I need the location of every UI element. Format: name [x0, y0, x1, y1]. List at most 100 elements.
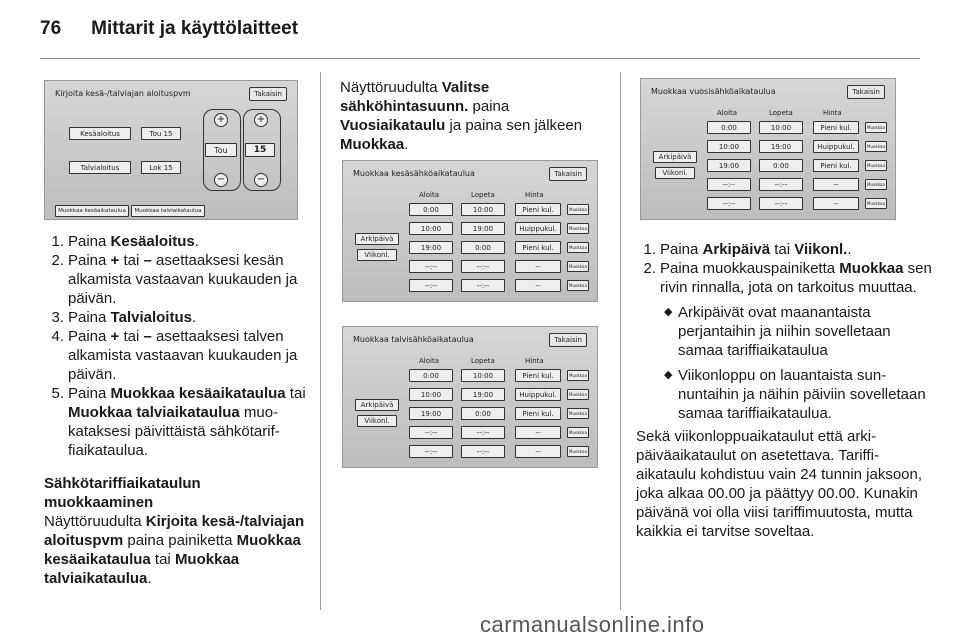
- column-price-header: Hinta: [823, 109, 842, 117]
- schedule-price-cell[interactable]: Pieni kul.: [515, 241, 561, 254]
- edit-row-button[interactable]: Muokkaa: [567, 242, 589, 253]
- schedule-stop-cell[interactable]: 19:00: [759, 140, 803, 153]
- schedule-price-cell[interactable]: --: [813, 197, 859, 210]
- schedule-stop-cell[interactable]: 19:00: [461, 222, 505, 235]
- screen-title: Muokkaa vuosisähköaikataulua: [651, 87, 776, 96]
- edit-winter-schedule-button[interactable]: Muokkaa talviaikataulua: [131, 205, 205, 217]
- left-paragraph: Näyttöruudulta Kirjoita kesä-/talviajan …: [44, 513, 305, 587]
- left-steps: 1.Paina Kesäaloitus.2.Paina + tai – aset…: [44, 232, 314, 588]
- day-minus-button[interactable]: −: [254, 173, 268, 187]
- schedule-stop-cell[interactable]: 0:00: [461, 407, 505, 420]
- day-plus-button[interactable]: +: [254, 113, 268, 127]
- schedule-price-cell[interactable]: --: [515, 445, 561, 458]
- schedule-stop-cell[interactable]: 19:00: [461, 388, 505, 401]
- edit-summer-schedule-button[interactable]: Muokkaa kesäaikataulua: [55, 205, 129, 217]
- schedule-stop-cell[interactable]: --:--: [461, 426, 505, 439]
- month-minus-button[interactable]: −: [214, 173, 228, 187]
- schedule-stop-cell[interactable]: 0:00: [461, 241, 505, 254]
- back-button[interactable]: Takaisin: [549, 167, 587, 181]
- schedule-start-cell[interactable]: 10:00: [409, 222, 453, 235]
- schedule-price-cell[interactable]: --: [515, 260, 561, 273]
- edit-row-button[interactable]: Muokkaa: [567, 204, 589, 215]
- schedule-stop-cell[interactable]: --:--: [461, 445, 505, 458]
- edit-row-button[interactable]: Muokkaa: [865, 141, 887, 152]
- schedule-stop-cell[interactable]: 10:00: [461, 369, 505, 382]
- schedule-stop-cell[interactable]: --:--: [759, 178, 803, 191]
- page-header: 76 Mittarit ja käyttölaitteet: [40, 18, 298, 40]
- schedule-start-cell[interactable]: 19:00: [409, 407, 453, 420]
- schedule-stop-cell[interactable]: --:--: [461, 260, 505, 273]
- schedule-start-cell[interactable]: 0:00: [707, 121, 751, 134]
- weekday-button[interactable]: Arkipäivä: [355, 233, 399, 245]
- column-price-header: Hinta: [525, 191, 544, 199]
- step-number: 1.: [643, 241, 656, 258]
- edit-row-button[interactable]: Muokkaa: [567, 261, 589, 272]
- schedule-price-cell[interactable]: Huippukul.: [515, 388, 561, 401]
- schedule-stop-cell[interactable]: 0:00: [759, 159, 803, 172]
- schedule-stop-cell[interactable]: 10:00: [461, 203, 505, 216]
- edit-row-button[interactable]: Muokkaa: [567, 223, 589, 234]
- month-plus-button[interactable]: +: [214, 113, 228, 127]
- column-divider-2: [620, 72, 621, 610]
- winter-start-button[interactable]: Talvialoitus: [69, 161, 131, 174]
- schedule-start-cell[interactable]: 10:00: [409, 388, 453, 401]
- back-button[interactable]: Takaisin: [249, 87, 287, 101]
- schedule-start-cell[interactable]: 10:00: [707, 140, 751, 153]
- weekday-button[interactable]: Arkipäivä: [653, 151, 697, 163]
- schedule-stop-cell[interactable]: --:--: [759, 197, 803, 210]
- bullet-icon: ◆: [664, 369, 673, 381]
- bullet-item: ◆Arkipäivät ovat maanantaista perjantaih…: [664, 304, 891, 359]
- edit-row-button[interactable]: Muokkaa: [567, 408, 589, 419]
- weekday-button[interactable]: Arkipäivä: [355, 399, 399, 411]
- edit-row-button[interactable]: Muokkaa: [865, 160, 887, 171]
- schedule-price-cell[interactable]: Pieni kul.: [515, 369, 561, 382]
- bullet-icon: ◆: [664, 306, 673, 318]
- schedule-stop-cell[interactable]: --:--: [461, 279, 505, 292]
- step-number: 1.: [51, 233, 64, 250]
- schedule-price-cell[interactable]: Huippukul.: [515, 222, 561, 235]
- summer-start-value: Tou 15: [141, 127, 181, 140]
- winter-start-value: Lok 15: [141, 161, 181, 174]
- schedule-start-cell[interactable]: --:--: [707, 178, 751, 191]
- schedule-price-cell[interactable]: --: [813, 178, 859, 191]
- column-start-header: Aloita: [717, 109, 737, 117]
- schedule-price-cell[interactable]: Pieni kul.: [515, 407, 561, 420]
- month-display: Tou: [205, 143, 237, 157]
- step-item: 5.Paina Muokkaa kesäaikataulua tai Muokk…: [44, 384, 314, 460]
- edit-row-button[interactable]: Muokkaa: [865, 179, 887, 190]
- schedule-price-cell[interactable]: Pieni kul.: [515, 203, 561, 216]
- edit-row-button[interactable]: Muokkaa: [567, 389, 589, 400]
- middle-paragraph: Näyttöruudulta Valitse sähköhintasuunn. …: [340, 79, 583, 153]
- back-button[interactable]: Takaisin: [847, 85, 885, 99]
- edit-row-button[interactable]: Muokkaa: [567, 370, 589, 381]
- edit-row-button[interactable]: Muokkaa: [567, 446, 589, 457]
- weekend-button[interactable]: Viikonl.: [357, 249, 397, 261]
- weekend-button[interactable]: Viikonl.: [655, 167, 695, 179]
- schedule-price-cell[interactable]: --: [515, 426, 561, 439]
- schedule-start-cell[interactable]: --:--: [707, 197, 751, 210]
- summer-start-button[interactable]: Kesäaloitus: [69, 127, 131, 140]
- schedule-price-cell[interactable]: Huippukul.: [813, 140, 859, 153]
- schedule-start-cell[interactable]: 19:00: [409, 241, 453, 254]
- schedule-start-cell[interactable]: --:--: [409, 279, 453, 292]
- column-stop-header: Lopeta: [769, 109, 793, 117]
- edit-row-button[interactable]: Muokkaa: [567, 427, 589, 438]
- schedule-start-cell[interactable]: --:--: [409, 260, 453, 273]
- schedule-stop-cell[interactable]: 10:00: [759, 121, 803, 134]
- schedule-price-cell[interactable]: --: [515, 279, 561, 292]
- back-button[interactable]: Takaisin: [549, 333, 587, 347]
- column-start-header: Aloita: [419, 191, 439, 199]
- schedule-start-cell[interactable]: 0:00: [409, 203, 453, 216]
- schedule-start-cell[interactable]: --:--: [409, 426, 453, 439]
- schedule-price-cell[interactable]: Pieni kul.: [813, 159, 859, 172]
- edit-row-button[interactable]: Muokkaa: [865, 122, 887, 133]
- schedule-start-cell[interactable]: --:--: [409, 445, 453, 458]
- schedule-start-cell[interactable]: 0:00: [409, 369, 453, 382]
- schedule-start-cell[interactable]: 19:00: [707, 159, 751, 172]
- step-item: 2.Paina + tai – asettaaksesi kesän alkam…: [44, 251, 314, 308]
- edit-row-button[interactable]: Muokkaa: [865, 198, 887, 209]
- schedule-price-cell[interactable]: Pieni kul.: [813, 121, 859, 134]
- weekend-button[interactable]: Viikonl.: [357, 415, 397, 427]
- edit-row-button[interactable]: Muokkaa: [567, 280, 589, 291]
